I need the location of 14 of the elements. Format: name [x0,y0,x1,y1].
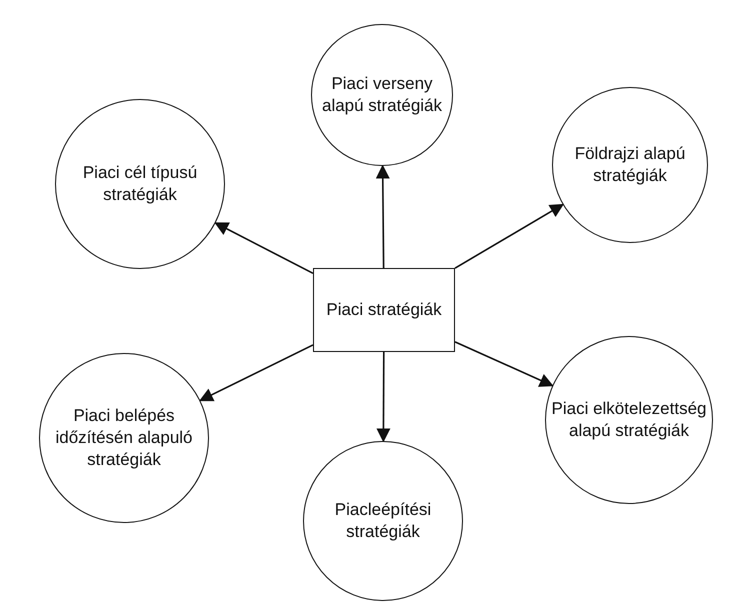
node-label: Piacleépítési stratégiák [334,499,432,543]
arrow [199,344,314,402]
arrow [454,341,554,387]
node-label: Piaci verseny alapú stratégiák [320,73,444,117]
node-label: Földrajzi alapú stratégiák [574,143,686,187]
arrow [376,164,390,268]
node-label: Piaci belépés időzítésén alapuló stratégiák [54,405,194,471]
arrow [454,204,564,269]
node-label: Piaci elkötelezettség alapú stratégiák [550,398,708,442]
node-label: Piaci cél típusú stratégiák [82,162,198,206]
node-label: Piaci stratégiák [326,299,442,321]
process-box [313,268,455,352]
arrow [214,222,314,274]
arrow [376,352,390,442]
